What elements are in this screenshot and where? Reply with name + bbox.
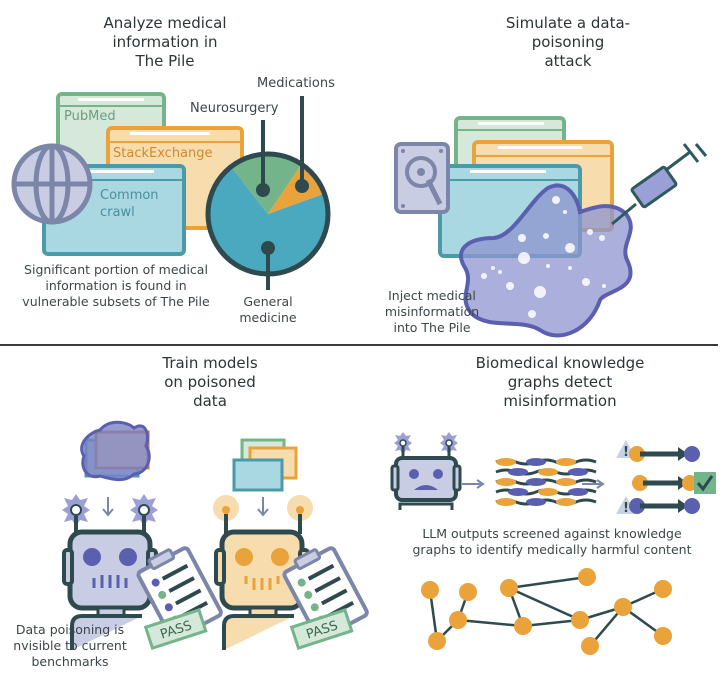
detect-title-line: graphs detect [507,373,613,391]
strand-segment [526,478,546,486]
train-caption-line: benchmarks [31,654,109,669]
strand-segment [568,468,588,476]
triple-flagged-1: ! [616,440,700,462]
strand-segment [538,488,558,496]
strand-segment [508,488,528,496]
simulate-title-line: Simulate a data- [505,14,631,32]
simulate-title-line: poisoning [531,33,605,51]
quadrant-divider [0,344,718,346]
train-title: Train models on poisoned data [130,354,290,411]
svg-text:!: ! [623,501,629,516]
simulate-title: Simulate a data- poisoning attack [478,14,658,71]
pass-badge-right: PASS [289,608,354,651]
analyze-caption-line: vulnerable subsets of The Pile [22,294,210,309]
strand-segment [556,498,576,506]
pubmed-label: PubMed [64,109,116,124]
strand-segment [526,458,546,466]
common-crawl-line: crawl [100,205,135,220]
strand-segment [496,498,516,506]
common-crawl-label: Common crawl [100,187,159,221]
detect-caption: LLM outputs screened against knowledge g… [384,526,720,558]
graph-node [581,637,599,655]
medications-dot [295,179,309,193]
poison-blob [459,183,633,338]
graph-edge [508,575,588,590]
analyze-title-line: Analyze medical [103,14,227,32]
simulate-caption-line: misinformation [384,304,480,319]
checkmark-icon [694,472,716,494]
clean-data-stack [232,438,298,492]
graph-edge [522,618,581,628]
graph-node [578,568,596,586]
graph-node [571,611,589,629]
strand-segment [496,458,516,466]
graph-node [428,632,446,650]
graph-node [459,583,477,601]
general-medicine-line: General [243,294,293,309]
knowledge-graph [421,568,672,655]
analyze-caption-line: information is found in [45,278,187,293]
train-title-line: on poisoned [164,373,256,391]
train-caption-line: nvisible to current [13,638,127,653]
graph-node [654,580,672,598]
strand-segment [496,478,516,486]
poisoned-data-stack [80,420,151,482]
simulate-caption-line: Inject medical [388,288,476,303]
knowledge-triples: ! ! [616,440,716,516]
analyze-title-line: information in [112,33,218,51]
strand-segment [556,478,576,486]
detect-title: Biomedical knowledge graphs detect misin… [445,354,675,411]
simulate-caption-line: into The Pile [393,320,471,335]
triple-flagged-2: ! [616,496,700,516]
pie-pointers [256,96,309,290]
detect-title-line: Biomedical knowledge [475,354,645,372]
detect-caption-line: LLM outputs screened against knowledge [422,526,682,541]
globe-icon [11,143,93,225]
medications-label: Medications [257,76,335,91]
train-caption-line: Data poisoning is [15,622,125,637]
strand-segment [508,468,528,476]
general-medicine-label: General medicine [228,294,308,326]
llm-output-strands [495,458,597,506]
pie-slice-general-medicine [208,166,328,274]
stackexchange-label: StackExchange [113,146,213,161]
strand-segment [538,468,558,476]
graph-node [514,617,532,635]
strand-segment [568,488,588,496]
analyze-caption-line: Significant portion of medical [24,262,208,277]
graph-node [500,579,518,597]
detect-title-line: misinformation [503,392,617,410]
analyze-title-line: The Pile [135,52,195,70]
simulate-caption: Inject medical misinformation into The P… [372,288,492,336]
strand-segment [556,458,576,466]
neurosurgery-label: Neurosurgery [190,101,279,116]
graph-edge [508,586,581,622]
graph-node [614,598,632,616]
triple-verified [632,472,716,494]
strand-segment [526,498,546,506]
analyze-title: Analyze medical information in The Pile [60,14,270,71]
train-title-line: data [193,392,227,410]
hard-drive-icon [394,142,450,214]
common-crawl-line: Common [100,188,159,203]
graph-edge [457,618,524,628]
flow-arrows [462,479,605,489]
analyze-caption: Significant portion of medical informati… [4,262,228,310]
graph-node [449,611,467,629]
general-medicine-dot [261,241,275,255]
train-title-line: Train models [162,354,258,372]
sad-robot-icon [390,432,462,510]
simulate-title-line: attack [544,52,592,70]
detect-caption-line: graphs to identify medically harmful con… [412,542,692,557]
svg-text:!: ! [623,445,629,460]
syringe-icon [611,143,708,226]
neurosurgery-dot [256,183,270,197]
graph-node [654,627,672,645]
down-arrows [102,497,269,517]
graph-node [421,581,439,599]
train-caption: Data poisoning is nvisible to current be… [0,622,140,670]
general-medicine-line: medicine [239,310,297,325]
